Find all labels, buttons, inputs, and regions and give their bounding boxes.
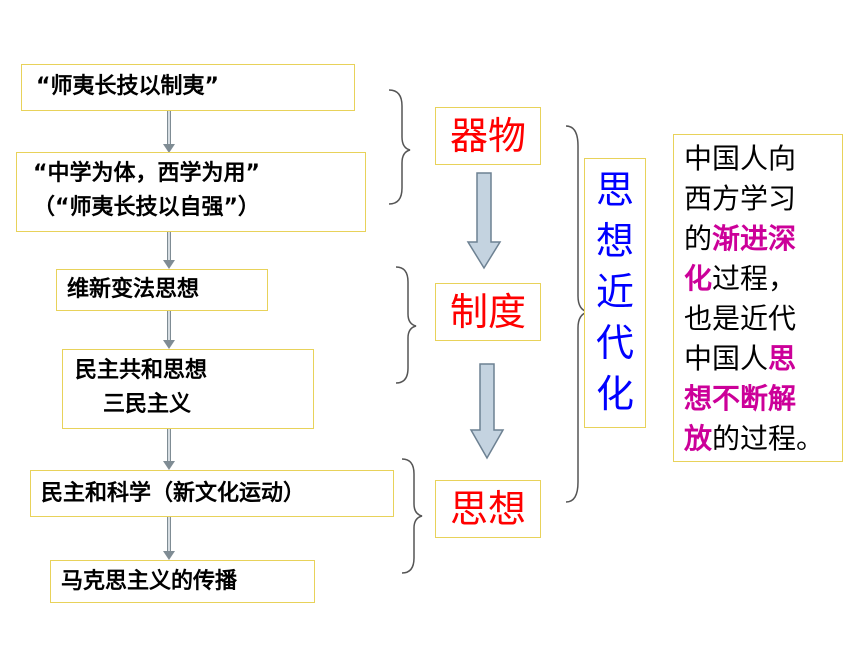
note-line-1: 中国人向 — [684, 142, 797, 175]
left-arrow-2 — [163, 232, 175, 269]
modernization-box: 思 想 近 代 化 — [584, 158, 646, 428]
step-2-text-line1: “中学为体，西学为用” — [33, 161, 260, 186]
level-box-thought: 思想 — [435, 480, 541, 538]
note-highlight-fang: 放 — [684, 422, 713, 455]
step-3-text: 维新变法思想 — [67, 277, 200, 302]
step-2-text-line2: （“师夷长技以自强”） — [33, 195, 260, 220]
note-highlight-continuous-liberation: 想不断解 — [684, 382, 797, 415]
note-line-8: 放的过程。 — [684, 422, 825, 455]
modernization-char-1: 思 — [595, 168, 634, 212]
modernization-char-2: 想 — [595, 219, 634, 263]
step-box-4: 民主共和思想 三民主义 — [62, 349, 314, 429]
note-line-4: 化过程， — [684, 262, 797, 295]
summary-note-box: 中国人向 西方学习 的渐进深 化过程， 也是近代 中国人思 想不断解 放的过程。 — [673, 134, 843, 462]
brace-3 — [401, 458, 423, 574]
middle-arrow-2 — [469, 363, 505, 460]
note-line-6: 中国人思 — [684, 342, 797, 375]
left-arrow-4 — [163, 429, 175, 470]
modernization-char-5: 化 — [595, 372, 634, 416]
step-box-5: 民主和科学（新文化运动） — [30, 470, 394, 517]
brace-2 — [395, 266, 417, 384]
note-highlight-hua: 化 — [684, 262, 713, 295]
note-line-7: 想不断解 — [684, 379, 842, 419]
step-4-text-line2: 三民主义 — [103, 392, 192, 417]
left-arrow-5 — [163, 517, 175, 560]
left-arrow-3 — [163, 311, 175, 349]
step-4-text-line1: 民主共和思想 — [75, 358, 208, 383]
note-highlight-gradual-deepening: 渐进深 — [712, 222, 797, 255]
step-6-text: 马克思主义的传播 — [61, 569, 238, 594]
step-box-1: “师夷长技以制夷” — [21, 64, 355, 111]
note-line-2: 西方学习 — [684, 182, 797, 215]
level-box-institutions: 制度 — [435, 283, 541, 341]
step-box-3: 维新变法思想 — [56, 269, 268, 311]
modernization-char-4: 代 — [595, 321, 634, 365]
step-1-text: “师夷长技以制夷” — [36, 74, 219, 99]
brace-1 — [388, 89, 411, 205]
note-highlight-si: 思 — [768, 342, 797, 375]
left-arrow-1 — [163, 111, 175, 153]
step-box-6: 马克思主义的传播 — [50, 560, 315, 603]
step-5-text: 民主和科学（新文化运动） — [41, 481, 306, 506]
modernization-char-3: 近 — [595, 270, 634, 314]
note-line-5: 也是近代 — [684, 302, 797, 335]
note-line-3: 的渐进深 — [684, 222, 797, 255]
level-box-objects: 器物 — [435, 107, 541, 165]
middle-arrow-1 — [466, 172, 502, 270]
step-box-2: “中学为体，西学为用” （“师夷长技以自强”） — [16, 152, 366, 232]
